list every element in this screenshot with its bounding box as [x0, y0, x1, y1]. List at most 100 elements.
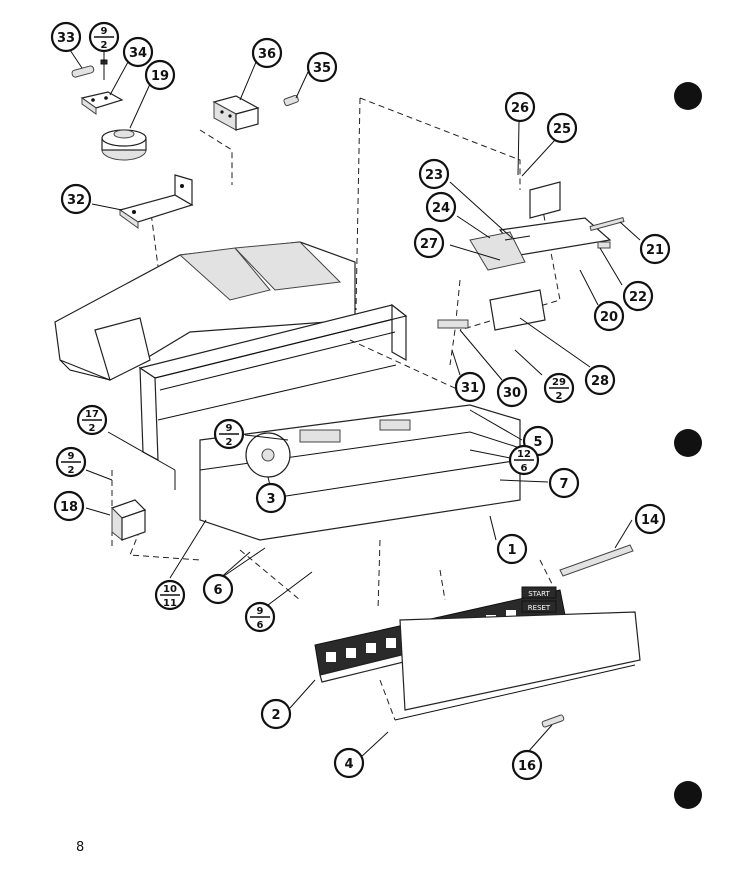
callout-9-6: 9 6 [244, 601, 276, 633]
callout-3: 3 [255, 482, 287, 514]
part-14-strip [559, 544, 634, 577]
part-35-screw [283, 94, 299, 107]
svg-text:6: 6 [213, 583, 222, 598]
start-button-label: START [528, 590, 550, 598]
svg-text:26: 26 [511, 101, 529, 116]
callout-25: 25 [546, 112, 578, 144]
part-4-lower-panel [394, 611, 641, 721]
callout-26: 26 [504, 91, 536, 123]
svg-text:1: 1 [507, 543, 516, 558]
svg-text:3: 3 [266, 492, 275, 507]
part-18-box [110, 499, 147, 542]
svg-text:12: 12 [517, 449, 531, 460]
callout-23: 23 [418, 158, 450, 190]
callout-35: 35 [306, 51, 338, 83]
part-34-bracket [80, 91, 124, 115]
svg-text:22: 22 [629, 290, 647, 305]
part-36-block [212, 95, 260, 131]
page-number: 8 [76, 840, 85, 855]
svg-text:28: 28 [591, 374, 609, 389]
svg-text:5: 5 [533, 435, 542, 450]
svg-text:23: 23 [425, 168, 443, 183]
part-cabinet-frame [54, 241, 356, 381]
callout-14: 14 [634, 503, 666, 535]
part-32-bracket [118, 174, 194, 229]
callout-19: 19 [144, 59, 176, 91]
svg-text:20: 20 [600, 310, 618, 325]
callout-2: 2 [260, 698, 292, 730]
callout-18: 18 [53, 490, 85, 522]
part-front-bezel-frame [138, 303, 408, 462]
callout-28: 28 [584, 364, 616, 396]
callout-6: 6 [202, 573, 234, 605]
svg-text:25: 25 [553, 122, 571, 137]
svg-text:29: 29 [552, 377, 566, 388]
callout-24: 24 [425, 191, 457, 223]
svg-text:18: 18 [60, 500, 78, 515]
svg-text:7: 7 [559, 477, 568, 492]
svg-text:9: 9 [226, 423, 233, 434]
callout-31: 31 [454, 371, 486, 403]
svg-text:2: 2 [556, 391, 563, 402]
svg-text:16: 16 [518, 759, 536, 774]
svg-text:4: 4 [344, 757, 353, 772]
callout-16: 16 [511, 749, 543, 781]
svg-text:35: 35 [313, 61, 331, 76]
registration-dot-middle [674, 429, 702, 457]
callout-12-6: 12 6 [508, 444, 540, 476]
callout-22: 22 [622, 280, 654, 312]
svg-text:30: 30 [503, 386, 521, 401]
callout-9-2-left: 9 2 [55, 446, 87, 478]
svg-text:24: 24 [432, 201, 450, 216]
callout-36: 36 [251, 37, 283, 69]
callout-9-2-center: 9 2 [213, 418, 245, 450]
callout-21: 21 [639, 233, 671, 265]
registration-dot-top [674, 82, 702, 110]
svg-text:36: 36 [258, 47, 276, 62]
svg-text:11: 11 [163, 598, 177, 609]
callout-27: 27 [413, 227, 445, 259]
part-16-pin [541, 714, 565, 728]
reset-button-label: RESET [528, 604, 551, 612]
callout-33: 33 [50, 21, 82, 53]
callout-32: 32 [60, 183, 92, 215]
part-upper-right-brackets [437, 181, 625, 331]
svg-text:32: 32 [67, 193, 85, 208]
callout-7: 7 [548, 467, 580, 499]
callout-9-2-top-left: 9 2 [88, 21, 120, 53]
svg-text:19: 19 [151, 69, 169, 84]
callout-4: 4 [333, 747, 365, 779]
svg-text:17: 17 [85, 409, 99, 420]
callout-34: 34 [122, 36, 154, 68]
svg-text:34: 34 [129, 46, 147, 61]
part-screw-top-left [100, 59, 108, 80]
panel-buttons [521, 586, 557, 613]
svg-text:9: 9 [257, 606, 264, 617]
registration-dot-bottom [674, 781, 702, 809]
part-33-pin [71, 65, 95, 78]
callout-17-2: 17 2 [76, 404, 108, 436]
svg-text:2: 2 [226, 437, 233, 448]
svg-text:2: 2 [68, 465, 75, 476]
part-control-chassis [199, 404, 521, 541]
part-19-motor [101, 129, 147, 161]
callout-30: 30 [496, 376, 528, 408]
svg-text:27: 27 [420, 237, 438, 252]
svg-text:2: 2 [271, 708, 280, 723]
svg-text:31: 31 [461, 381, 479, 396]
svg-text:6: 6 [257, 620, 264, 631]
callout-1: 1 [496, 533, 528, 565]
leader-lines [69, 49, 641, 759]
svg-text:2: 2 [101, 40, 108, 51]
svg-text:10: 10 [163, 584, 177, 595]
svg-text:9: 9 [101, 26, 108, 37]
svg-text:6: 6 [521, 463, 528, 474]
callout-10-11: 10 11 [154, 579, 186, 611]
svg-text:14: 14 [641, 513, 659, 528]
callout-20: 20 [593, 300, 625, 332]
svg-text:2: 2 [89, 423, 96, 434]
svg-text:33: 33 [57, 31, 75, 46]
svg-text:21: 21 [646, 243, 664, 258]
